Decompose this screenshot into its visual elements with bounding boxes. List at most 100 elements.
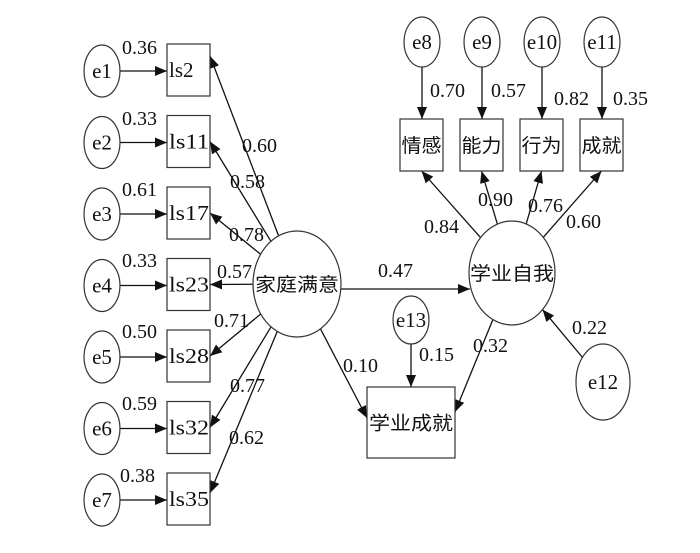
observed-variable-label: ls35 [169,487,209,511]
error-variance-label-e4: 0.33 [122,250,157,272]
error-variance-label-e6: 0.59 [122,393,157,415]
node-e12: e12 [575,343,631,421]
error-term-label: e2 [92,131,112,155]
observed-variable-label: ls11 [169,130,209,154]
path-arrow-academic_self-to-academic_achievement [454,319,494,413]
observed-variable-box [459,118,504,172]
observed-variable-label: ls23 [169,273,209,297]
observed-variable-box [166,257,211,312]
node-ls35: ls35 [166,472,211,526]
loading-label-achievement: 0.60 [566,211,601,233]
node-ls17: ls17 [166,186,211,240]
loading-label-ability: 0.90 [478,189,513,211]
node-e13: e13 [392,295,430,345]
error-term-ellipse [83,330,121,384]
error-term-label: e10 [527,30,557,54]
loading-label-ls23: 0.57 [217,261,252,283]
error-term-ellipse [575,343,631,421]
loading-arrow-ls2 [209,55,280,237]
node-e11: e11 [583,16,621,68]
error-term-label: e7 [92,488,112,512]
observed-variable-label: 学业成就 [369,413,453,435]
loading-arrow-achievement [542,170,602,238]
edges-layer [120,55,607,505]
loading-arrow-ls28 [209,313,262,357]
error-variance-label-e10: 0.82 [554,88,589,110]
observed-variable-label: 情感 [402,135,442,157]
error-arrow-e12 [542,309,583,358]
error-variance-label-e11: 0.35 [613,88,648,110]
error-term-ellipse [523,16,561,68]
node-family_satisfaction: 家庭满意 [252,230,342,338]
loading-label-ls35: 0.62 [229,427,264,449]
node-e5: e5 [83,330,121,384]
observed-variable-label: 成就 [582,135,622,157]
latent-variable-label: 家庭满意 [255,274,339,296]
loading-arrow-ability [480,170,499,225]
error-term-label: e6 [92,417,112,441]
error-term-ellipse [83,401,121,456]
error-term-ellipse [583,16,621,68]
observed-variable-box [366,386,456,459]
latent-variable-label: 学业自我 [470,263,554,285]
node-e6: e6 [83,401,121,456]
path-coefficient-label-academic_self: 0.47 [378,260,413,282]
node-achievement: 成就 [579,118,624,172]
observed-variable-box [166,400,211,455]
loading-arrow-ls11 [209,141,272,242]
node-ls28: ls28 [166,329,211,383]
error-variance-label-e7: 0.38 [120,465,155,487]
error-term-label: e1 [92,59,112,83]
node-ability: 能力 [459,118,504,172]
node-ls11: ls11 [166,114,211,169]
node-ls32: ls32 [166,400,211,455]
observed-variable-box [519,118,564,172]
error-term-ellipse [83,44,121,98]
error-term-label: e12 [588,370,618,394]
error-term-label: e8 [412,30,432,54]
node-academic_achievement: 学业成就 [366,386,456,459]
observed-variable-label: 能力 [462,135,502,157]
observed-variable-box [166,114,211,169]
path-coefficient-label-academic_achievement: 0.32 [473,335,508,357]
error-term-label: e9 [472,30,492,54]
loading-arrow-behavior [525,170,543,225]
node-e1: e1 [83,44,121,98]
observed-variable-label: 行为 [522,135,562,157]
error-term-label: e4 [92,274,112,298]
error-term-label: e3 [92,202,112,226]
node-academic_self: 学业自我 [468,220,556,326]
node-e10: e10 [523,16,561,68]
observed-variable-label: ls2 [169,58,194,82]
loading-label-ls11: 0.58 [230,171,265,193]
loading-arrow-emotion [421,170,482,238]
loading-arrow-ls35 [209,331,278,494]
observed-variable-box [579,118,624,172]
error-term-ellipse [463,16,501,68]
loading-label-ls17: 0.78 [229,224,264,246]
nodes-layer: 家庭满意 学业自我 ls2 ls11 ls17 ls23 ls28 ls32 ls35 情感能力行… [83,16,631,527]
loading-arrow-ls17 [209,212,261,255]
error-variance-label-e12: 0.22 [572,317,607,339]
error-term-ellipse [403,16,441,68]
observed-variable-box [166,43,211,97]
path-coefficient-label-academic_achievement: 0.10 [343,355,378,377]
node-e9: e9 [463,16,501,68]
error-variance-label-e8: 0.70 [430,80,465,102]
latent-variable-ellipse [468,220,556,326]
error-term-label: e13 [396,308,426,332]
error-variance-label-e13: 0.15 [419,344,454,366]
error-term-label: e11 [587,30,617,54]
error-term-ellipse [83,258,121,313]
latent-variable-ellipse [252,230,342,338]
loading-arrow-ls32 [209,326,272,428]
loading-label-emotion: 0.84 [424,216,459,238]
node-e4: e4 [83,258,121,313]
error-term-ellipse [83,187,121,241]
loading-label-behavior: 0.76 [528,195,563,217]
observed-variable-label: ls17 [169,201,209,225]
error-term-ellipse [83,473,121,527]
node-ls2: ls2 [166,43,211,97]
loading-label-ls28: 0.71 [214,310,249,332]
